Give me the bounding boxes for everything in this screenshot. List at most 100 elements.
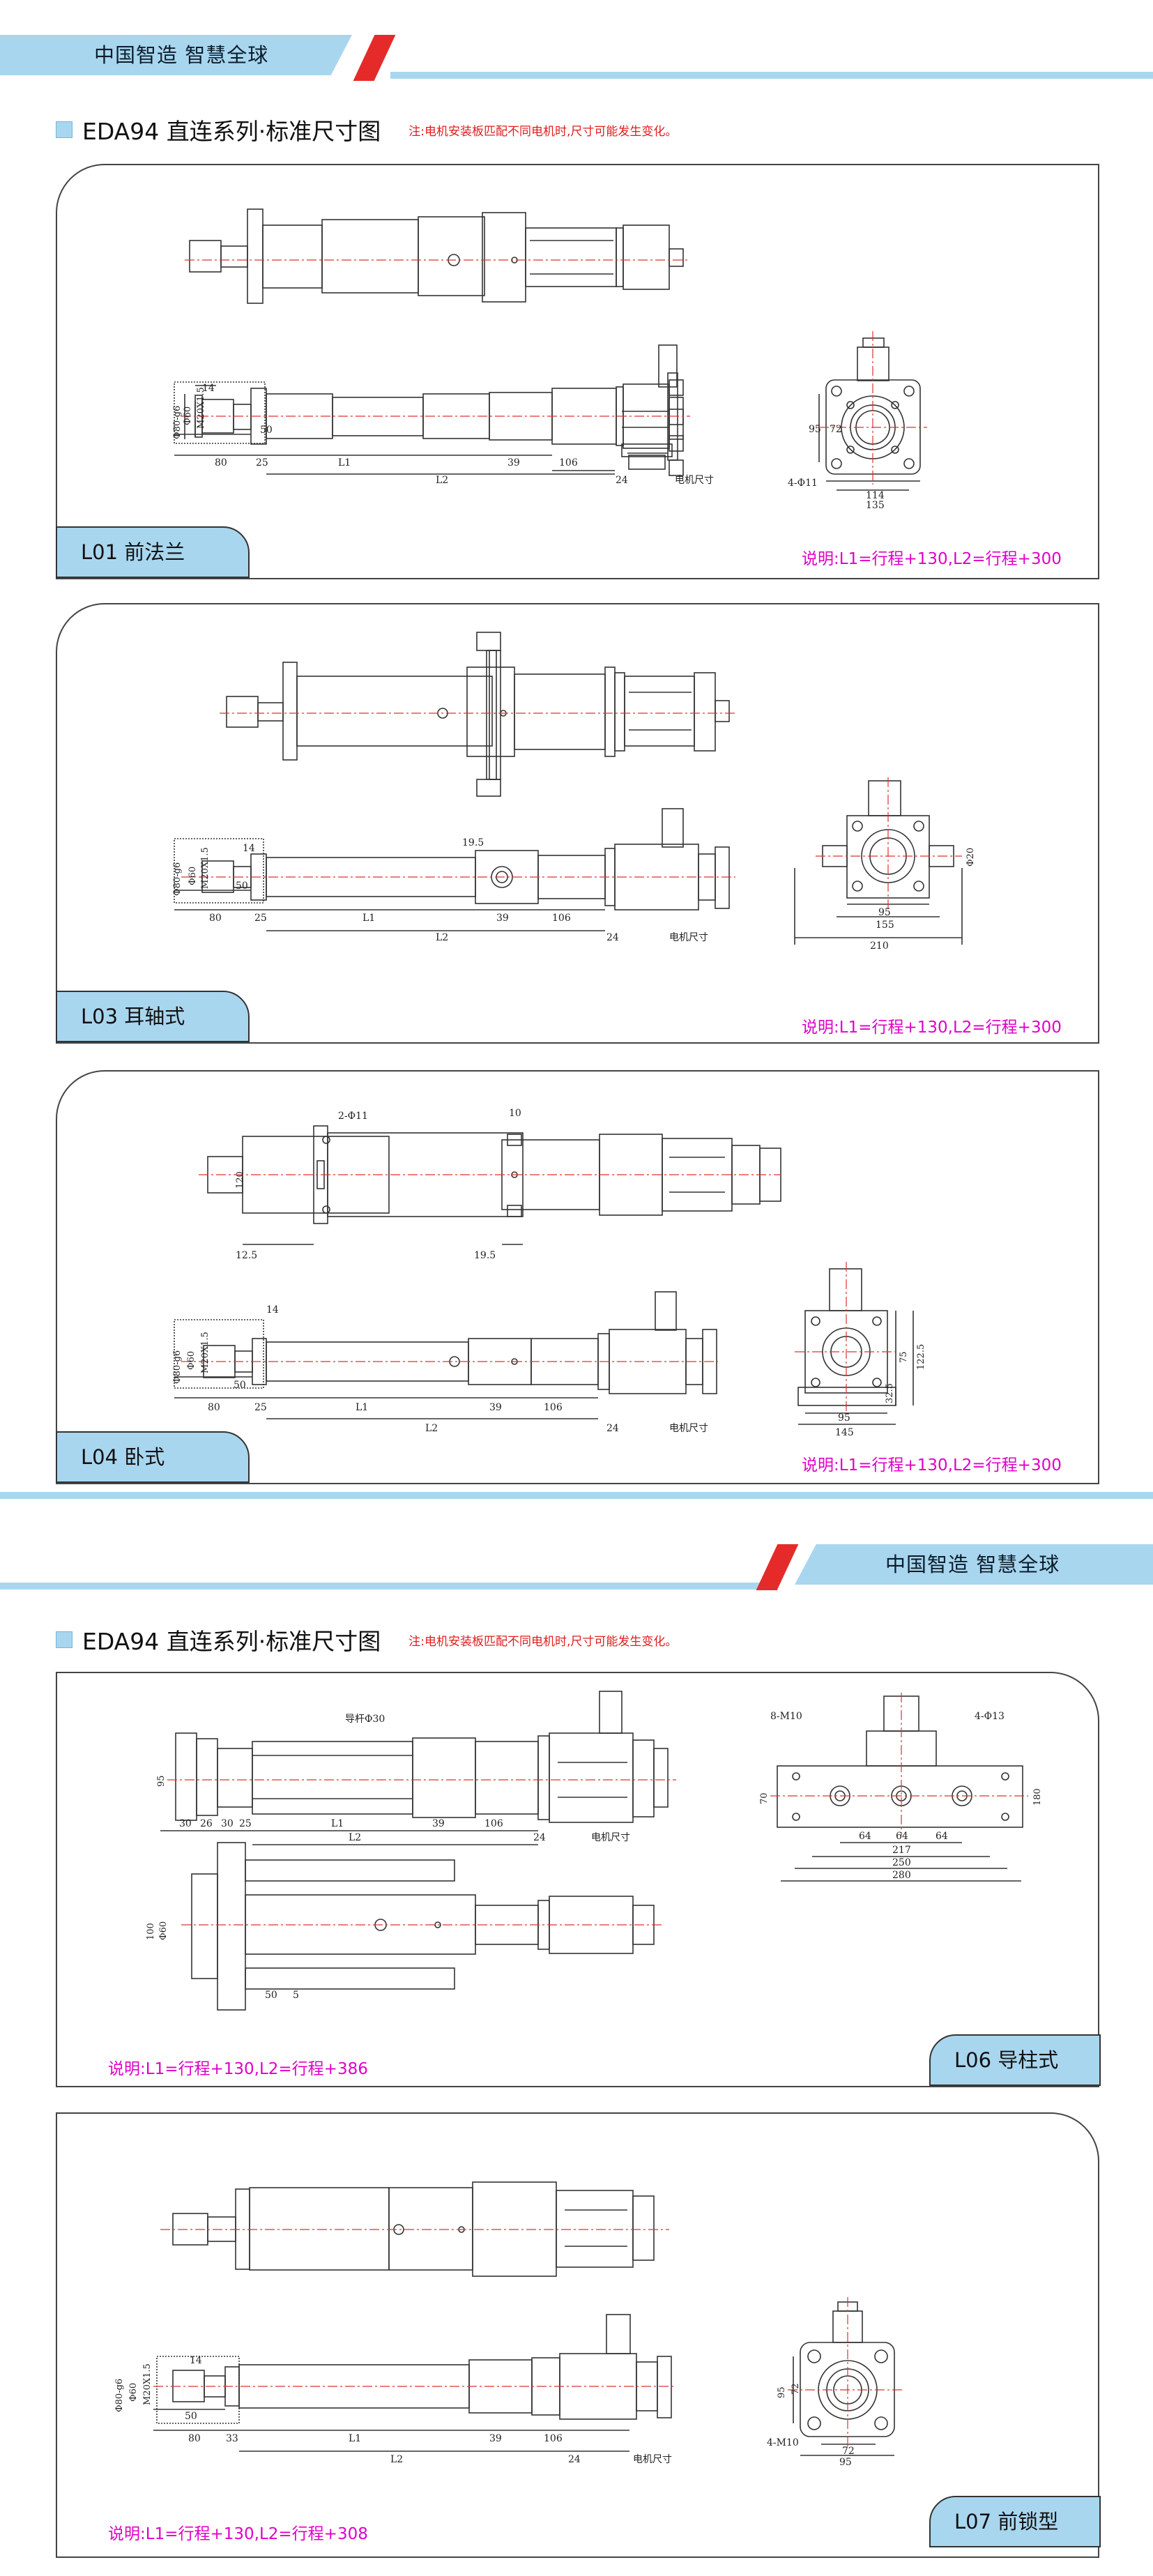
dim-14-label: 14 (202, 383, 215, 394)
dim-39-label: 39 (489, 1402, 502, 1413)
dim-5-label: 5 (293, 1990, 299, 2001)
section-note: 注:电机安装板匹配不同电机时,尺寸可能发生变化。 (408, 1634, 678, 1649)
dim-10-label: 10 (509, 1108, 521, 1119)
dim-100-label: 100 (146, 1923, 156, 1940)
dim-217-label: 217 (892, 1845, 911, 1856)
dim-phi80-label: Φ80-g6 (114, 2379, 125, 2412)
dim-135-label: 135 (866, 500, 885, 511)
dim-95-label: 95 (838, 1412, 850, 1424)
panel-formula-l04: 说明:L1=行程+130,L2=行程+300 (802, 1456, 1062, 1474)
dim-155-label: 155 (876, 920, 894, 931)
dim-122-5-label: 122.5 (916, 1344, 926, 1370)
dim-50-label: 50 (236, 881, 248, 892)
dim-m20-label: M20X1.5 (142, 2363, 153, 2405)
dim-95-label: 95 (156, 1775, 167, 1787)
dim-180-label: 180 (1032, 1788, 1043, 1806)
dim-m20-label: M20X1.5 (200, 1332, 211, 1373)
dim-95-label: 95 (839, 2457, 852, 2468)
section-title: EDA94 直连系列·标准尺寸图 (82, 1628, 381, 1655)
dim-motor-label: 电机尺寸 (591, 1832, 630, 1843)
drawing-l01: 80 25 L1 39 106 L2 24 电机尺寸 50 14 114 135… (172, 208, 927, 511)
dim-30b-label: 30 (221, 1818, 234, 1829)
dim-25-label: 25 (239, 1818, 252, 1829)
dim-phi60-label: Φ60 (158, 1921, 169, 1940)
dim-l1-label: L1 (331, 1818, 344, 1829)
dim-80-label: 80 (188, 2433, 201, 2444)
dim-39-label: 39 (432, 1818, 445, 1829)
dim-l2-label: L2 (349, 1832, 361, 1843)
header-bar (390, 72, 1153, 79)
dim-75-label: 75 (899, 1351, 909, 1363)
header-tab-mid: 中国智造 智慧全球 (795, 1544, 1153, 1585)
dim-80-label: 80 (208, 1402, 220, 1413)
dim-m20-label: M20X1.5 (196, 387, 206, 429)
dim-64b-label: 64 (896, 1831, 908, 1842)
dim-80-label: 80 (215, 457, 227, 468)
divider-bar (0, 1492, 1153, 1499)
dim-24-label: 24 (568, 2454, 581, 2465)
dim-95-label: 95 (878, 907, 891, 918)
dim-30-label: 30 (179, 1818, 192, 1829)
dim-m20-label: M20X1.5 (200, 847, 211, 889)
dim-motor-label: 电机尺寸 (669, 1423, 708, 1434)
panel-formula-l03: 说明:L1=行程+130,L2=行程+300 (802, 1019, 1062, 1037)
mid-red-slash (756, 1544, 799, 1590)
dim-l2-label: L2 (436, 932, 448, 943)
drawing-l06: 导杆Φ30 30 26 30 25 L1 39 106 L2 24 电机尺寸 5… (146, 1691, 1043, 2011)
drawing-panel-l03 (56, 603, 1099, 1044)
dim-phi60-label: Φ60 (128, 2383, 139, 2402)
dim-25-label: 25 (256, 457, 268, 468)
drawing-l04: 2-Φ11 10 12.5 19.5 80 25 L1 39 106 L2 24… (172, 1108, 926, 1438)
dim-phi60-label: Φ60 (186, 1351, 197, 1370)
dim-210-label: 210 (870, 940, 889, 952)
dim-106-label: 106 (552, 913, 571, 924)
dim-64-label: 64 (859, 1831, 871, 1842)
dim-phi60-label: Φ60 (183, 406, 193, 425)
drawing-panel-l06 (56, 1672, 1099, 2087)
dim-145-label: 145 (835, 1427, 854, 1438)
dim-phi20-label: Φ20 (965, 848, 976, 867)
dim-280-label: 280 (892, 1870, 911, 1881)
dim-14-label: 14 (243, 843, 255, 854)
dim-12-5-label: 12.5 (236, 1250, 257, 1261)
panel-formula-l07: 说明:L1=行程+130,L2=行程+308 (108, 2525, 368, 2543)
panel-label-l03: L03 耳轴式 (56, 991, 250, 1042)
dim-25-label: 25 (254, 913, 267, 924)
dim-106-label: 106 (559, 457, 578, 468)
panel-formula-l01: 说明:L1=行程+130,L2=行程+300 (802, 550, 1062, 568)
panel-label-l01: L01 前法兰 (56, 526, 250, 578)
header-tagline: 中国智造 智慧全球 (94, 43, 269, 67)
dim-phi60-label: Φ60 (188, 867, 198, 885)
dim-l2-label: L2 (436, 475, 448, 486)
dim-39-label: 39 (507, 457, 520, 468)
mid-header-bar (0, 1583, 770, 1590)
panel-label-l06: L06 导柱式 (929, 2034, 1101, 2086)
section-note: 注:电机安装板匹配不同电机时,尺寸可能发生变化。 (408, 124, 678, 139)
drawing-panel-l01 (56, 164, 1099, 579)
dim-26-label: 26 (200, 1818, 213, 1829)
dim-holes2-11-label: 2-Φ11 (338, 1111, 368, 1122)
header-tagline: 中国智造 智慧全球 (885, 1553, 1060, 1576)
dim-24-label: 24 (533, 1832, 546, 1843)
dim-25-label: 25 (254, 1402, 267, 1413)
dim-72-label: 72 (830, 424, 842, 435)
dim-l1-label: L1 (338, 457, 351, 468)
dim-72-label: 72 (842, 2446, 855, 2457)
dim-250-label: 250 (892, 1857, 911, 1868)
dim-106-label: 106 (484, 1818, 503, 1829)
dim-l1-label: L1 (362, 913, 375, 924)
dim-motor-label: 电机尺寸 (633, 2454, 672, 2465)
dim-l1-label: L1 (349, 2433, 361, 2444)
dim-19-5-label: 19.5 (462, 837, 484, 848)
drawing-l07: 80 33 L1 39 106 L2 24 电机尺寸 50 14 72 95 4… (114, 2181, 903, 2468)
dim-95-label: 95 (809, 424, 821, 435)
dim-holes11-label: 4-Φ11 (788, 478, 818, 489)
panel-label-l04: L04 卧式 (56, 1431, 250, 1483)
section-title-row: EDA94 直连系列·标准尺寸图 注:电机安装板匹配不同电机时,尺寸可能发生变化… (56, 113, 677, 146)
dim-39-label: 39 (496, 913, 509, 924)
dim-24-label: 24 (606, 932, 619, 943)
title-square-icon (56, 121, 72, 138)
panel-label-l07: L07 前锁型 (929, 2496, 1101, 2547)
dim-50-label: 50 (185, 2411, 197, 2422)
dim-95v-label: 95 (777, 2386, 787, 2398)
